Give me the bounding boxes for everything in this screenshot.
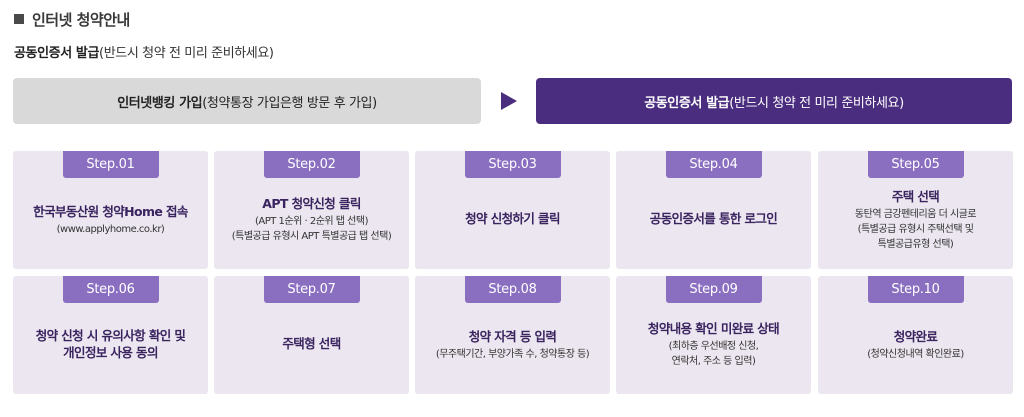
section-header: 인터넷 청약안내 [14,9,130,29]
certificate-notice-bold: 공동인증서 발급 [14,46,100,61]
certificate-notice-rest: (반드시 청약 전 미리 준비하세요) [99,46,274,61]
certificate-note: (반드시 청약 전 미리 준비하세요) [729,95,904,111]
certificate-box: 공동인증서 발급(반드시 청약 전 미리 준비하세요) [536,78,1012,124]
step-card-02: Step.02 APT 청약신청 클릭 (APT 1순위 · 2순위 탭 선택)(… [214,151,409,269]
step-card-10: Step.10 청약완료 (청약신청내역 확인완료) [818,276,1013,394]
step-desc: (www.applyhome.co.kr) [56,223,165,235]
arrow-right-icon [501,92,517,110]
square-bullet-icon [14,14,24,24]
step-card-03: Step.03 청약 신청하기 클릭 [415,151,610,269]
steps-grid: Step.01 한국부동산원 청약Home 접속 (www.applyhome.c… [13,151,1013,394]
step-desc: (APT 1순위 · 2순위 탭 선택)(특별공급 유형시 APT 특별공급 탭… [231,216,392,242]
step-badge: Step.03 [464,151,561,178]
step-title: 주택형 선택 [282,336,341,351]
internet-banking-box: 인터넷뱅킹 가입(청약통장 가입은행 방문 후 가입) [13,78,481,124]
step-title: 한국부동산원 청약Home 접속 [33,203,188,219]
step-title: 청약 신청하기 클릭 [465,211,560,226]
step-card-04: Step.04 공동인증서를 통한 로그인 [616,151,811,269]
internet-banking-note: (청약통장 가입은행 방문 후 가입) [202,95,377,111]
step-badge: Step.02 [263,151,360,178]
step-desc: (청약신청내역 확인완료) [867,348,964,360]
step-desc: (최하층 우선배정 신청,연락처, 주소 등 입력) [668,341,759,367]
step-title: 청약완료 [893,328,938,344]
step-badge: Step.06 [62,276,159,303]
step-badge: Step.08 [464,276,561,303]
step-badge: Step.05 [867,151,964,178]
step-badge: Step.09 [665,276,762,303]
step-card-07: Step.07 주택형 선택 [214,276,409,394]
step-title: APT 청약신청 클릭 [262,196,361,211]
certificate-label: 공동인증서 발급 [644,95,730,111]
step-title: 주택 선택 [891,188,940,204]
step-badge: Step.07 [263,276,360,303]
step-title: 공동인증서를 통한 로그인 [649,211,778,226]
step-card-09: Step.09 청약내용 확인 미완료 상태 (최하층 우선배정 신청,연락처, … [616,276,811,394]
step-card-01: Step.01 한국부동산원 청약Home 접속 (www.applyhome.c… [13,151,208,269]
step-title: 청약 자격 등 입력 [468,328,557,344]
step-badge: Step.10 [867,276,964,303]
step-badge: Step.04 [665,151,762,178]
page-title: 인터넷 청약안내 [32,10,130,29]
certificate-notice: 공동인증서 발급(반드시 청약 전 미리 준비하세요) [14,42,274,61]
step-card-08: Step.08 청약 자격 등 입력 (무주택기간, 부양가족 수, 청약통장 등… [415,276,610,394]
internet-banking-label: 인터넷뱅킹 가입 [117,95,203,111]
step-title: 청약내용 확인 미완료 상태 [647,321,780,336]
step-badge: Step.01 [62,151,159,178]
step-desc: (무주택기간, 부양가족 수, 청약통장 등) [435,348,590,360]
